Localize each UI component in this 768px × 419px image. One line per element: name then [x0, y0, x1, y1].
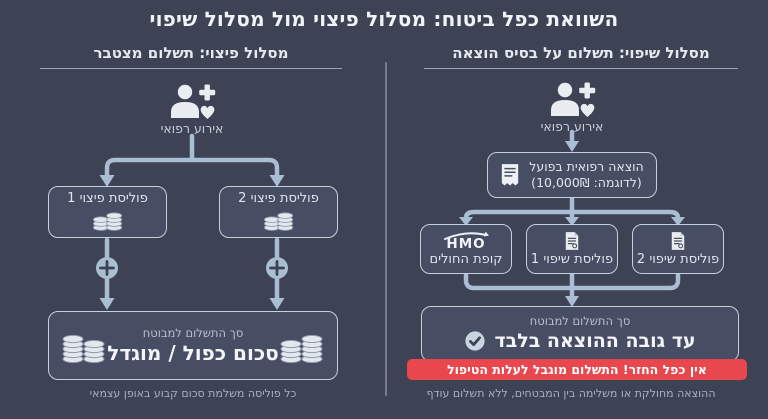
- arrowhead: [269, 298, 285, 310]
- right-merge-line: [463, 271, 681, 300]
- left-split-line: [104, 157, 280, 179]
- hmo-label: קופת החולים: [429, 252, 503, 268]
- coins-icon: [263, 212, 293, 231]
- arrowhead: [671, 217, 685, 226]
- plus-circle-icon: [96, 257, 118, 279]
- arrowhead: [99, 175, 115, 187]
- plus-circle-icon: [266, 257, 288, 279]
- right-policy2-label: פוליסת שיפוי 2: [636, 251, 720, 267]
- arrowhead: [565, 217, 579, 226]
- left-total-caption: סך התשלום למבוטח: [142, 326, 244, 340]
- left-policy2-label: פוליסת פיצוי 2: [238, 191, 319, 207]
- right-total-caption: סך התשלום למבוטח: [529, 314, 631, 328]
- hmo-swoosh-icon: [444, 231, 489, 240]
- right-total-box: סך התשלום למבוטח עד גובה ההוצאה בלבד: [421, 306, 739, 362]
- arrowhead: [565, 296, 579, 307]
- medical-event-icon: [166, 82, 218, 126]
- right-event-label: אירוע רפואי: [540, 119, 604, 134]
- coins-icon: [92, 212, 122, 231]
- right-split-line: [463, 209, 681, 222]
- arrowhead: [459, 217, 473, 226]
- right-total-value: עד גובה ההוצאה בלבד: [494, 330, 696, 352]
- medical-event-icon: [546, 80, 598, 124]
- left-footnote: כל פוליסה משלמת סכום קבוע באופן עצמאי: [89, 387, 297, 400]
- left-total-box: סך התשלום למבוטח סכום כפול / מוגדל: [48, 311, 338, 380]
- left-column-header: מסלול פיצוי: תשלום מצטבר: [40, 44, 342, 69]
- right-policy1-label: פוליסת שיפוי 1: [530, 251, 614, 267]
- column-divider: [385, 62, 387, 396]
- left-event-label: אירוע רפואי: [160, 121, 224, 136]
- page-title: השוואת כפל ביטוח: מסלול פיצוי מול מסלול …: [149, 7, 619, 31]
- hmo-box: HMO קופת החולים: [420, 224, 512, 274]
- right-column-header: מסלול שיפוי: תשלום על בסיס הוצאה: [424, 44, 738, 69]
- right-footnote: ההוצאה מחולקת או משלימה בין המבטחים, ללא…: [426, 387, 716, 400]
- expense-title: הוצאה רפואית בפועל: [529, 158, 644, 174]
- right-policy1-box: פוליסת שיפוי 1: [526, 224, 618, 274]
- check-circle-icon: [465, 331, 486, 351]
- no-double-refund-warning: אין כפל החזר! התשלום מוגבל לעלות הטיפול: [407, 359, 747, 380]
- coins-stack-icon: [62, 334, 105, 363]
- left-policy1-box: פוליסת פיצוי 1: [48, 186, 167, 238]
- hmo-logo: HMO: [439, 230, 493, 252]
- arrowhead: [269, 175, 285, 187]
- hmo-logo-text: HMO: [446, 235, 486, 252]
- left-policy1-label: פוליסת פיצוי 1: [67, 191, 148, 207]
- arrowhead: [99, 298, 115, 310]
- left-policy2-box: פוליסת פיצוי 2: [219, 186, 338, 238]
- right-policy2-box: פוליסת שיפוי 2: [632, 224, 724, 274]
- policy-document-icon: [565, 231, 579, 250]
- left-total-value: סכום כפול / מוגדל: [107, 341, 279, 365]
- policy-document-icon: [671, 231, 685, 250]
- coins-stack-icon: [280, 334, 323, 363]
- expense-box: הוצאה רפואית בפועל (לדוגמה: 10,000₪): [487, 152, 657, 198]
- arrowhead: [565, 141, 579, 152]
- receipt-icon: [502, 164, 519, 186]
- expense-example: (לדוגמה: 10,000₪): [531, 175, 642, 190]
